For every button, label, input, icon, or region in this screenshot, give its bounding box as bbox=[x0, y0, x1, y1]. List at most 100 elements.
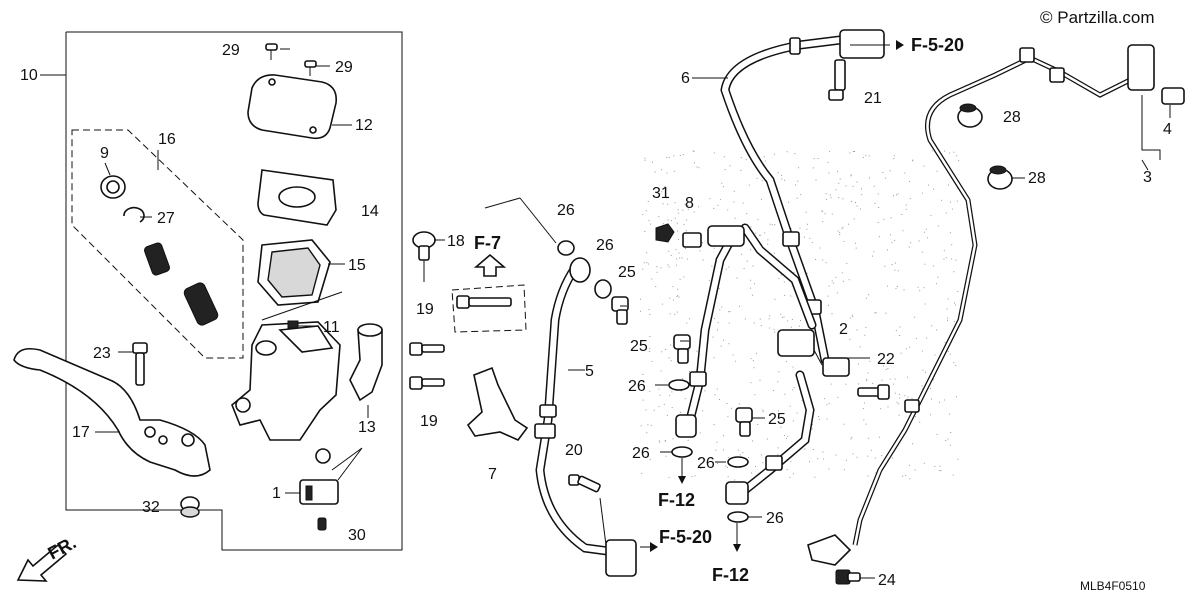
speckle-dot bbox=[824, 398, 826, 400]
speckle-dot bbox=[825, 193, 827, 195]
speckle-dot bbox=[683, 276, 685, 278]
speckle-dot bbox=[868, 155, 870, 157]
callout-26-d: 26 bbox=[632, 445, 650, 462]
speckle-dot bbox=[956, 396, 957, 398]
speckle-dot bbox=[645, 210, 647, 212]
washer-26-lower-mid bbox=[727, 456, 749, 468]
speckle-dot bbox=[717, 204, 719, 206]
speckle-dot bbox=[683, 223, 685, 225]
speckle-dot bbox=[872, 382, 874, 384]
speckle-dot bbox=[640, 298, 641, 300]
speckle-dot bbox=[786, 437, 787, 439]
speckle-dot bbox=[757, 219, 759, 221]
speckle-dot bbox=[659, 394, 661, 396]
speckle-dot bbox=[923, 287, 925, 289]
speckle-dot bbox=[727, 476, 729, 478]
callout-4: 4 bbox=[1163, 121, 1172, 138]
speckle-dot bbox=[667, 264, 669, 266]
speckle-dot bbox=[845, 383, 847, 385]
speckle-dot bbox=[850, 200, 852, 202]
speckle-dot bbox=[928, 184, 930, 186]
speckle-dot bbox=[865, 378, 867, 380]
speckle-dot bbox=[735, 360, 737, 362]
speckle-dot bbox=[812, 449, 814, 450]
speckle-dot bbox=[865, 326, 867, 328]
callout-23: 23 bbox=[93, 345, 111, 362]
callout-14: 14 bbox=[361, 203, 379, 220]
speckle-dot bbox=[930, 387, 931, 389]
speckle-dot bbox=[800, 320, 801, 321]
speckle-dot bbox=[898, 403, 900, 405]
speckle-dot bbox=[861, 194, 863, 196]
callout-3: 3 bbox=[1143, 169, 1152, 186]
callout-26-e: 26 bbox=[697, 455, 715, 472]
speckle-dot bbox=[768, 318, 770, 320]
speckle-dot bbox=[661, 191, 663, 193]
speckle-dot bbox=[645, 409, 647, 411]
speckle-dot bbox=[682, 154, 684, 156]
speckle-dot bbox=[771, 224, 773, 226]
speckle-dot bbox=[665, 455, 667, 457]
speckle-dot bbox=[761, 199, 762, 201]
speckle-dot bbox=[885, 368, 887, 370]
speckle-dot bbox=[752, 440, 753, 442]
speckle-dot bbox=[794, 153, 796, 155]
speckle-dot bbox=[921, 251, 923, 253]
speckle-dot bbox=[936, 433, 938, 435]
speckle-dot bbox=[846, 262, 848, 264]
screw-30 bbox=[317, 517, 327, 531]
speckle-dot bbox=[788, 201, 790, 203]
speckle-dot bbox=[953, 151, 955, 153]
speckle-dot bbox=[702, 242, 703, 244]
speckle-dot bbox=[842, 280, 844, 282]
speckle-dot bbox=[738, 403, 740, 405]
speckle-dot bbox=[780, 426, 782, 428]
speckle-dot bbox=[874, 457, 876, 459]
speckle-dot bbox=[886, 359, 888, 361]
callout-25-lower: 25 bbox=[768, 411, 786, 428]
callout-9: 9 bbox=[100, 145, 109, 162]
speckle-dot bbox=[698, 206, 700, 208]
speckle-dot bbox=[750, 382, 752, 384]
speckle-dot bbox=[926, 237, 928, 239]
speckle-dot bbox=[761, 179, 763, 181]
speckle-dot bbox=[722, 186, 724, 188]
speckle-dot bbox=[792, 366, 794, 368]
callout-17: 17 bbox=[72, 424, 90, 441]
speckle-dot bbox=[869, 177, 870, 179]
callout-22: 22 bbox=[877, 351, 895, 368]
speckle-dot bbox=[678, 296, 680, 298]
speckle-dot bbox=[726, 403, 728, 404]
speckle-dot bbox=[851, 437, 853, 438]
speckle-dot bbox=[845, 459, 847, 461]
speckle-dot bbox=[944, 150, 945, 152]
speckle-dot bbox=[950, 201, 951, 203]
speckle-dot bbox=[759, 234, 760, 236]
speckle-dot bbox=[743, 268, 745, 269]
speckle-dot bbox=[915, 337, 917, 339]
speckle-dot bbox=[830, 197, 832, 199]
speckle-dot bbox=[829, 194, 831, 196]
speckle-dot bbox=[719, 199, 721, 201]
speckle-dot bbox=[949, 353, 951, 355]
banjo-bolt-25-lower bbox=[735, 407, 753, 437]
speckle-dot bbox=[762, 409, 764, 411]
speckle-dot bbox=[955, 365, 957, 366]
speckle-dot bbox=[714, 318, 715, 320]
speckle-dot bbox=[858, 383, 860, 385]
speckle-dot bbox=[792, 389, 794, 391]
speckle-dot bbox=[899, 335, 901, 336]
speckle-dot bbox=[665, 349, 667, 350]
speckle-dot bbox=[668, 156, 670, 158]
speckle-dot bbox=[851, 314, 853, 316]
speckle-dot bbox=[700, 458, 702, 459]
speckle-dot bbox=[713, 247, 715, 249]
speckle-dot bbox=[760, 234, 762, 236]
callout-21: 21 bbox=[864, 90, 882, 107]
speckle-dot bbox=[676, 296, 678, 297]
speckle-dot bbox=[830, 383, 832, 385]
speckle-dot bbox=[892, 457, 894, 459]
speckle-dot bbox=[882, 365, 884, 367]
speckle-dot bbox=[778, 278, 780, 280]
speckle-dot bbox=[727, 467, 728, 468]
